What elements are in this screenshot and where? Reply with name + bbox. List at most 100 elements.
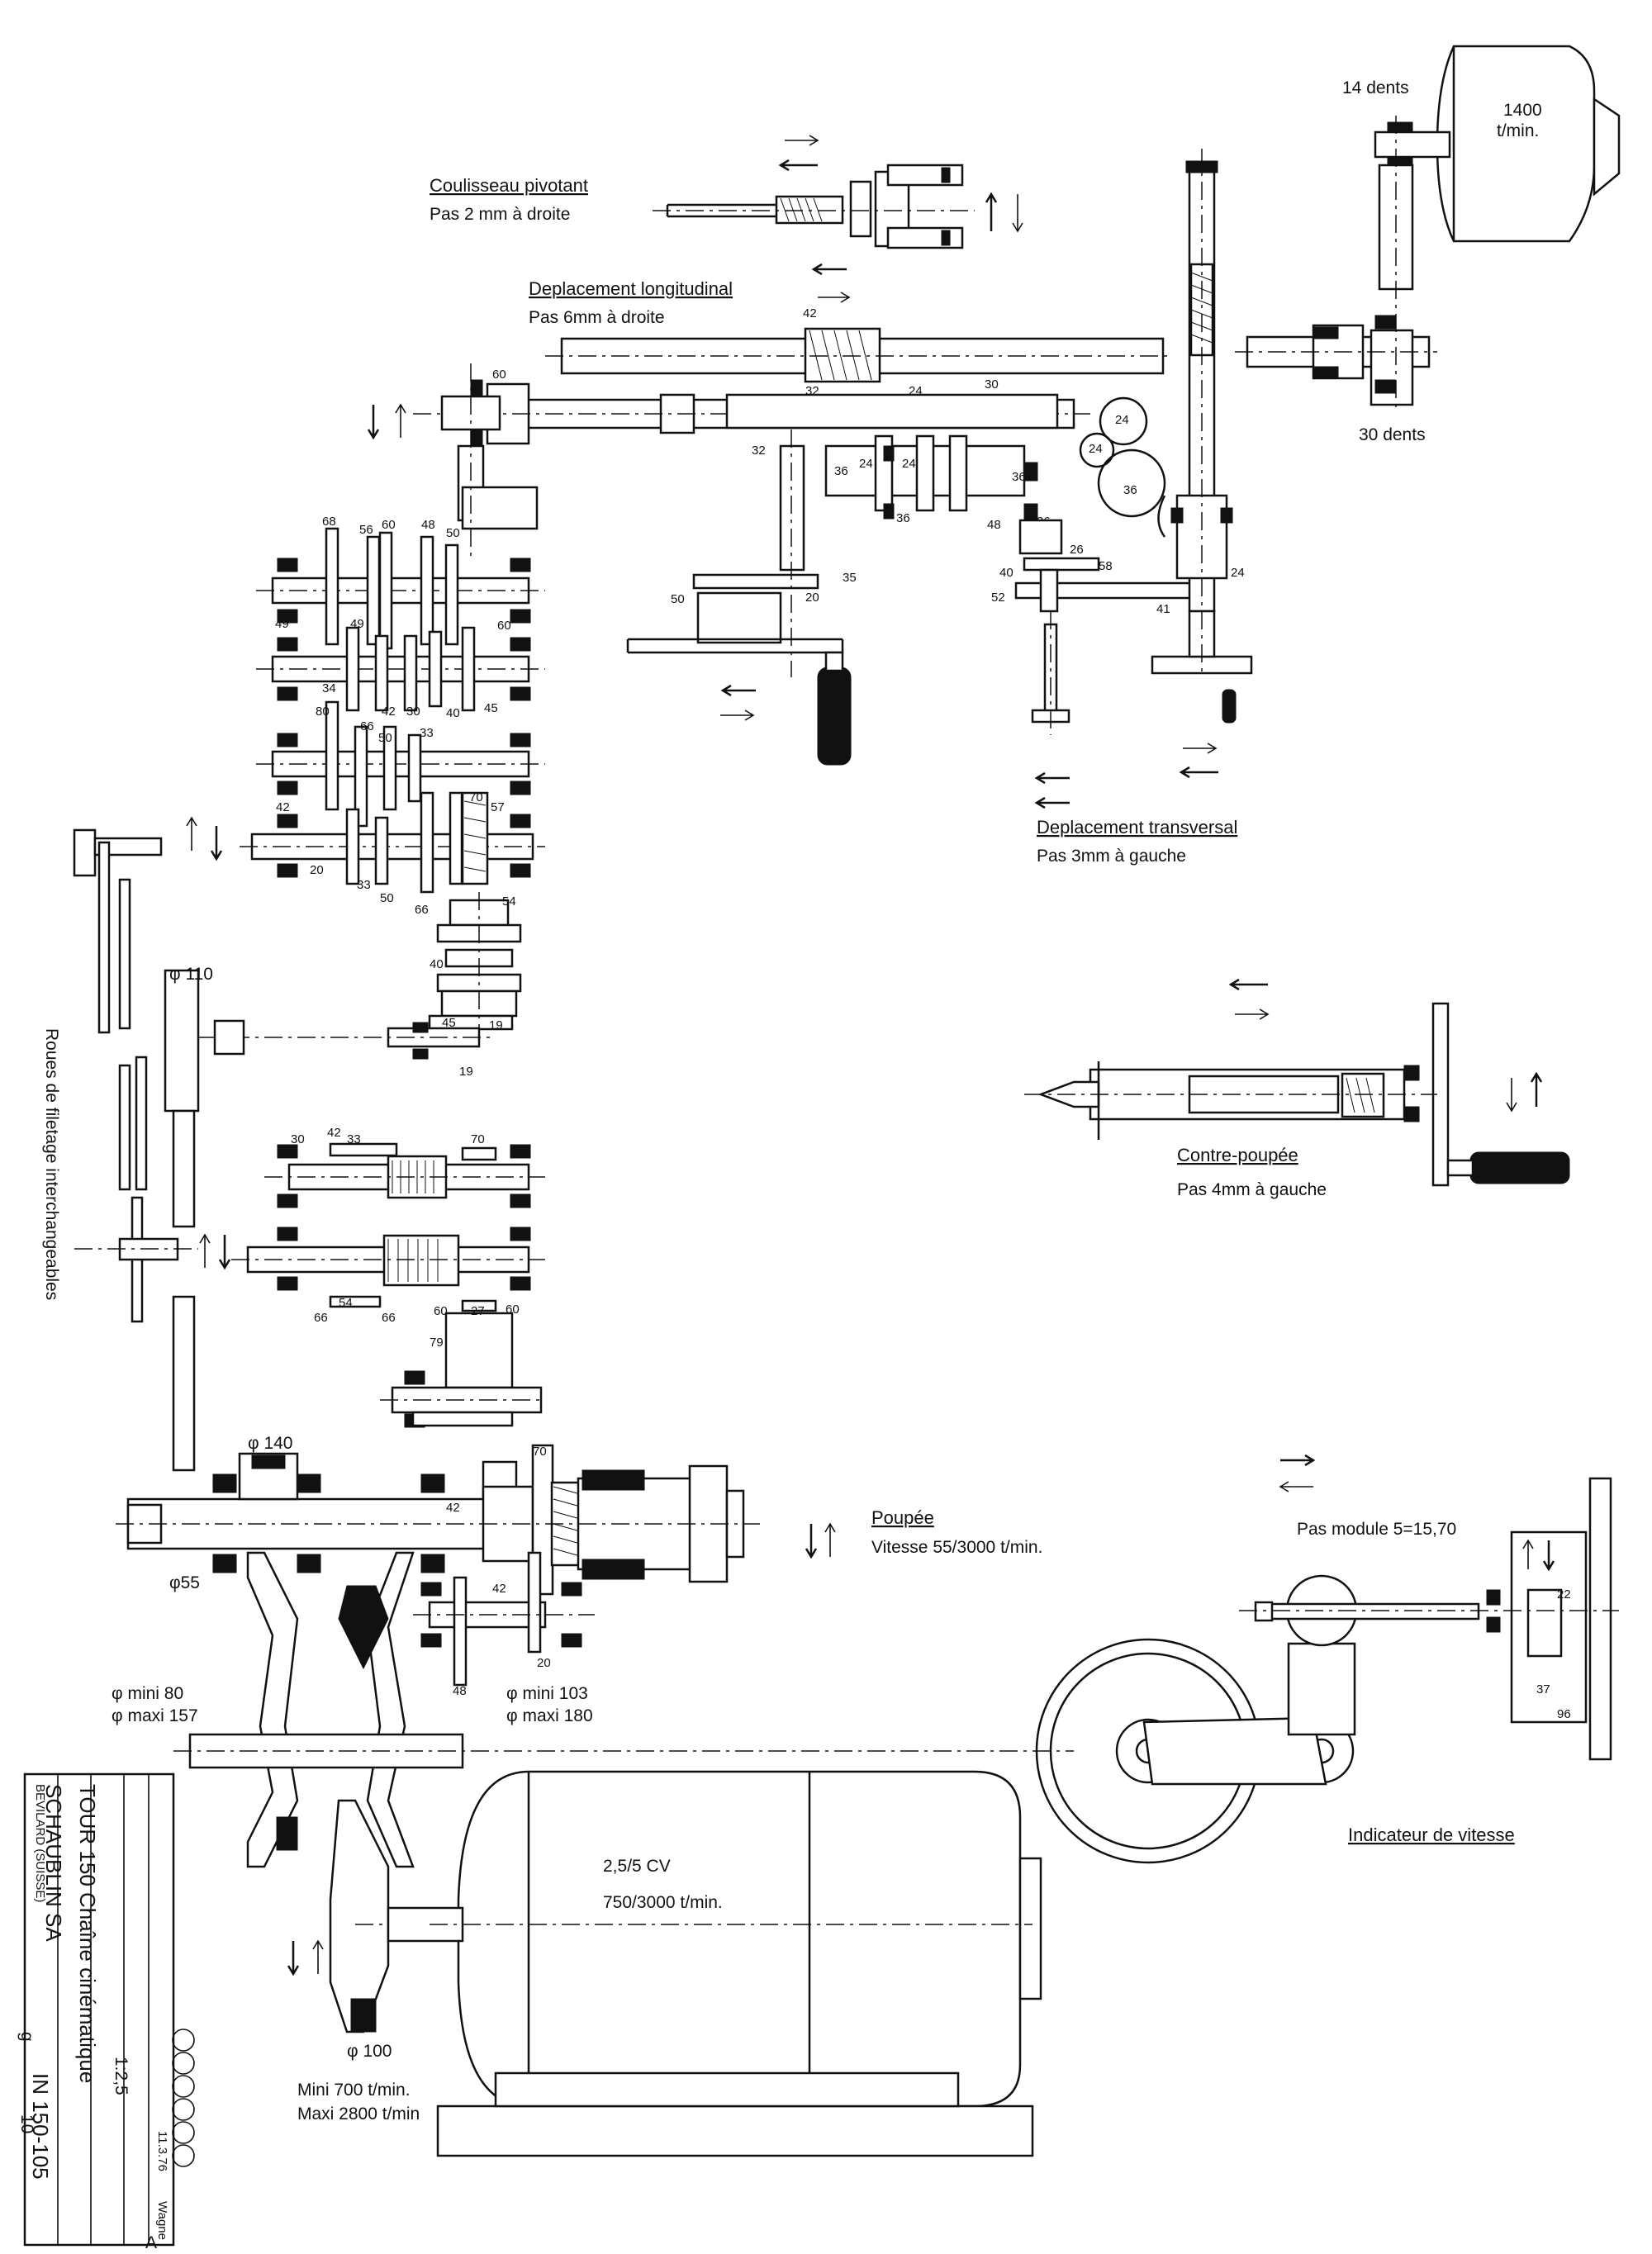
- arrow-left-icon: [720, 684, 756, 697]
- title-author: Wagne: [155, 2201, 169, 2240]
- arrow-left-icon: [778, 159, 818, 172]
- title-company: SCHAUBLIN SA: [41, 1784, 66, 1942]
- variator-right-min: φ mini 103: [506, 1684, 588, 1703]
- transversal-pitch: Pas 3mm à gauche: [1037, 847, 1186, 866]
- arrow-right-icon: [818, 292, 851, 303]
- svg-text:50: 50: [671, 592, 685, 606]
- svg-text:56: 56: [359, 523, 373, 537]
- module-gear-37: 37: [1536, 1682, 1550, 1696]
- svg-text:60: 60: [506, 1303, 520, 1317]
- svg-text:32: 32: [752, 444, 766, 458]
- svg-text:50: 50: [380, 891, 394, 905]
- title-location: BEVILARD (SUISSE): [33, 1784, 47, 1902]
- title-sheet-bottom: 10: [17, 2114, 36, 2133]
- svg-text:36: 36: [1012, 470, 1026, 484]
- cross-slide-drive: [1014, 519, 1199, 735]
- variator-left-max: φ maxi 157: [112, 1706, 198, 1725]
- arrow-up-icon: [395, 403, 406, 438]
- mid-gear-labels: 30 42 33 70 54 66 66 60 27 60 79: [291, 1126, 520, 1350]
- svg-text:60: 60: [492, 368, 506, 382]
- motor-speed-unit: t/min.: [1497, 121, 1539, 140]
- svg-text:24: 24: [902, 457, 916, 471]
- svg-text:30: 30: [985, 377, 999, 391]
- svg-text:20: 20: [537, 1656, 551, 1670]
- svg-text:26: 26: [1070, 543, 1084, 557]
- arrow-left-icon: [1034, 796, 1070, 809]
- svg-text:24: 24: [859, 457, 873, 471]
- arrow-down-icon: [210, 826, 223, 861]
- module-gear-22: 22: [1557, 1587, 1571, 1602]
- title-mark: A: [145, 2233, 157, 2252]
- motor-max-speed: Maxi 2800 t/min: [297, 2105, 420, 2124]
- svg-text:60: 60: [382, 518, 396, 532]
- top-right-drive: [1235, 45, 1621, 413]
- motor-power: 2,5/5 CV: [603, 1857, 671, 1876]
- svg-text:42: 42: [327, 1126, 341, 1140]
- svg-text:54: 54: [339, 1296, 353, 1310]
- tailstock: [1024, 978, 1570, 1187]
- title-scale: 1:2,5: [112, 2057, 131, 2095]
- svg-text:33: 33: [357, 878, 371, 892]
- svg-text:24: 24: [1089, 442, 1103, 456]
- svg-text:70: 70: [469, 790, 483, 804]
- threading-wheels-label: Roues de filetage interchangeables: [42, 1028, 61, 1300]
- module-gear-96: 96: [1557, 1707, 1571, 1721]
- svg-text:48: 48: [421, 518, 435, 532]
- svg-text:45: 45: [442, 1016, 456, 1030]
- arrow-left-icon: [1179, 766, 1218, 779]
- svg-text:50: 50: [446, 526, 460, 540]
- headstock-speed: Vitesse 55/3000 t/min.: [871, 1538, 1042, 1557]
- svg-text:57: 57: [491, 800, 505, 814]
- headstock: [116, 1444, 1074, 2033]
- svg-text:66: 66: [360, 719, 374, 733]
- arrow-down-icon: [367, 405, 380, 440]
- arrow-right-icon: [720, 709, 755, 721]
- svg-text:36: 36: [1123, 483, 1137, 497]
- motor-speed-value: 1400: [1503, 101, 1542, 120]
- phi55-label: φ55: [169, 1573, 200, 1592]
- svg-text:32: 32: [805, 384, 819, 398]
- transversal-title: Deplacement transversal: [1037, 817, 1237, 838]
- arrow-down-icon: [805, 1524, 818, 1559]
- coulisseau-assembly: [653, 135, 1023, 249]
- arrow-down-icon: [1506, 1078, 1517, 1113]
- arrow-right-icon: [1235, 1008, 1270, 1020]
- arrow-up-icon: [985, 192, 998, 231]
- svg-text:70: 70: [471, 1132, 485, 1146]
- arrow-up-icon: [1530, 1071, 1543, 1107]
- arrow-down-icon: [1542, 1540, 1555, 1572]
- svg-text:19: 19: [459, 1065, 473, 1079]
- longitudinal-title: Deplacement longitudinal: [529, 278, 733, 299]
- svg-text:35: 35: [843, 571, 857, 585]
- lead-screw: 24 24 36: [413, 327, 1173, 766]
- svg-text:48: 48: [453, 1684, 467, 1698]
- variator-right-max: φ maxi 180: [506, 1706, 593, 1725]
- teeth-bottom-label: 30 dents: [1359, 425, 1426, 444]
- box-gear-labels: 68 56 60 48 50 49 49 60 34 80 42 30 40 4…: [275, 515, 516, 1079]
- spindle-gear-labels: 70 42 42 20 48: [446, 1445, 551, 1698]
- tailstock-title: Contre-poupée: [1177, 1145, 1298, 1165]
- threading-wheels: [73, 828, 245, 1472]
- coulisseau-pitch: Pas 2 mm à droite: [430, 205, 570, 224]
- module-pitch: Pas module 5=15,70: [1297, 1520, 1456, 1539]
- motor-speed: 750/3000 t/min.: [603, 1893, 723, 1912]
- cross-slide-screw: [1034, 149, 1253, 809]
- svg-text:60: 60: [497, 619, 511, 633]
- svg-text:50: 50: [378, 731, 392, 745]
- svg-text:66: 66: [314, 1311, 328, 1325]
- teeth-top-label: 14 dents: [1342, 78, 1409, 97]
- arrow-up-icon: [312, 1939, 324, 1974]
- coulisseau-title: Coulisseau pivotant: [430, 175, 588, 196]
- svg-text:42: 42: [492, 1582, 506, 1596]
- title-drawing-no: IN 150-105: [28, 2073, 53, 2180]
- motor-min-speed: Mini 700 t/min.: [297, 2081, 411, 2100]
- svg-text:70: 70: [533, 1445, 547, 1459]
- arrow-up-icon: [824, 1522, 836, 1557]
- svg-text:66: 66: [382, 1311, 396, 1325]
- arrow-down-icon: [1012, 194, 1023, 233]
- lead-gear-labels: 42 32 24 30 24 24 36 32 36 36 48 26 26 4…: [492, 306, 1245, 616]
- svg-text:40: 40: [999, 566, 1014, 580]
- arrow-left-icon: [811, 263, 847, 276]
- svg-text:42: 42: [382, 705, 396, 719]
